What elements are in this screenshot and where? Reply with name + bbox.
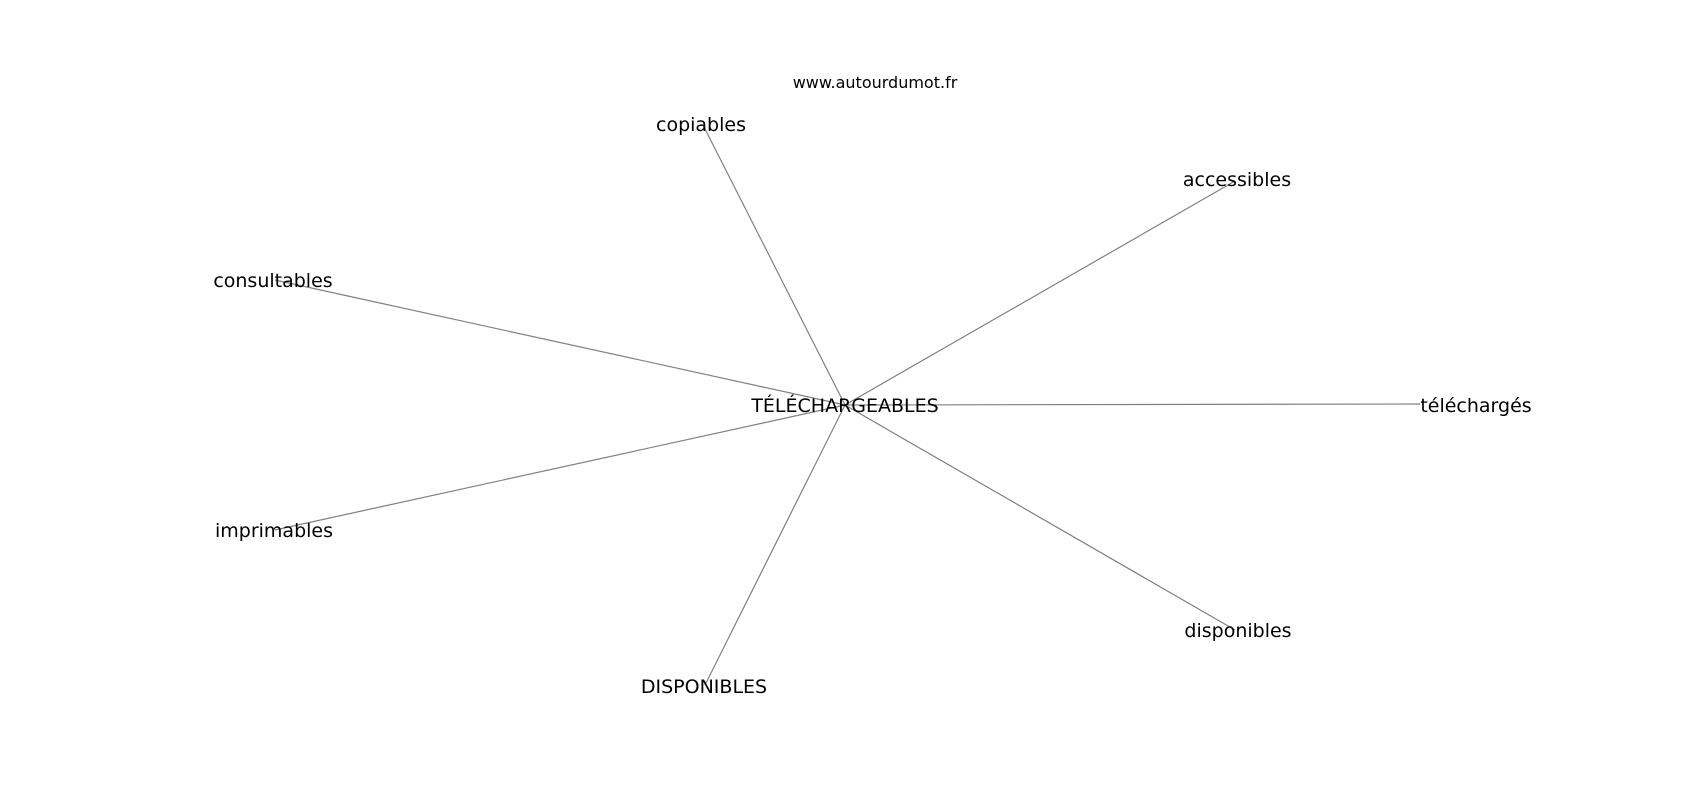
- edge-accessibles: [844, 180, 1236, 406]
- edge-imprimables: [274, 404, 846, 531]
- edge-disponibles-upper: [704, 404, 846, 686]
- node-copiables[interactable]: copiables: [656, 114, 746, 136]
- edge-telecharges: [844, 403, 1421, 406]
- edge-disponibles: [844, 404, 1236, 631]
- node-telecharges[interactable]: téléchargés: [1420, 395, 1531, 417]
- node-center[interactable]: TÉLÉCHARGEABLES: [750, 394, 938, 417]
- edge-copiables: [702, 124, 846, 406]
- edge-consultables: [274, 279, 846, 406]
- node-disponibles[interactable]: disponibles: [1184, 620, 1291, 642]
- node-imprimables[interactable]: imprimables: [215, 520, 333, 542]
- node-accessibles[interactable]: accessibles: [1183, 169, 1291, 191]
- node-consultables[interactable]: consultables: [213, 270, 332, 292]
- source-url: www.autourdumot.fr: [793, 73, 958, 92]
- node-disponibles-upper[interactable]: DISPONIBLES: [641, 676, 767, 698]
